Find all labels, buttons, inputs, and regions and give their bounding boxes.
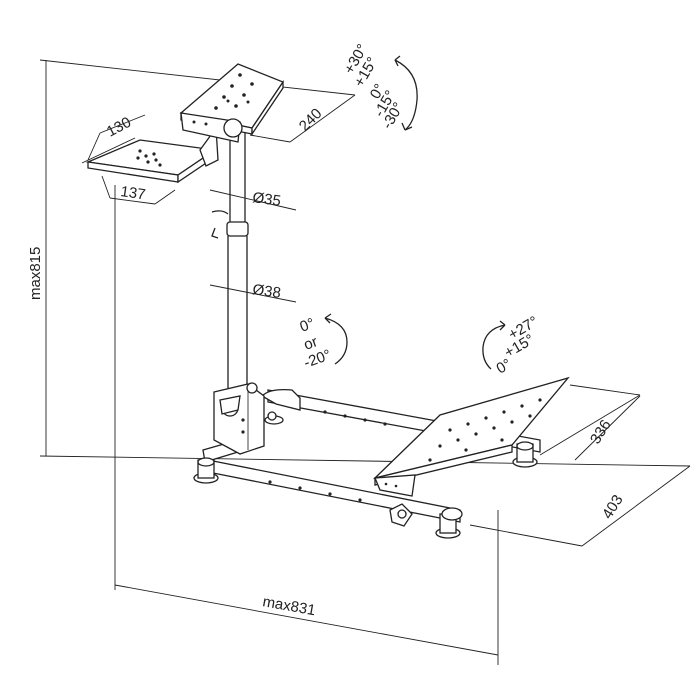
column-tilt-0: 0° [298,315,317,336]
column-base-bracket [213,382,277,455]
height-label: max815 [27,247,44,300]
shifter-depth-label: 137 [119,183,146,203]
pedal-plate-label: 336 [587,417,615,447]
upper-tube-label: Ø35 [251,189,281,210]
pedal-tilt-1: +15° [502,331,538,361]
shifter-plate [85,126,219,184]
tube-diameter-dimensions: Ø35 Ø38 [209,189,297,303]
lower-tube-label: Ø38 [251,281,281,302]
pedal-plate [372,376,570,497]
wheel-tilt-annotation: +30° +15° 0° -15° -30° [341,41,418,132]
wheel-plate [179,63,284,143]
wheel-plate-label: 240 [296,105,326,135]
column-tilt-1: or [302,333,320,354]
length-label: max831 [261,593,317,619]
height-dimension: max815 [27,59,691,467]
pedal-plate-dimension: 336 [539,384,641,461]
pedal-tilt-annotation: +27° +15° 0° [482,313,541,377]
shifter-width-label: 130 [104,114,134,141]
base-depth-dimension: 403 [469,465,691,547]
base-depth-label: 403 [599,492,627,522]
knob-front [389,503,413,527]
column-tilt-annotation: 0° or -20° [298,313,348,372]
